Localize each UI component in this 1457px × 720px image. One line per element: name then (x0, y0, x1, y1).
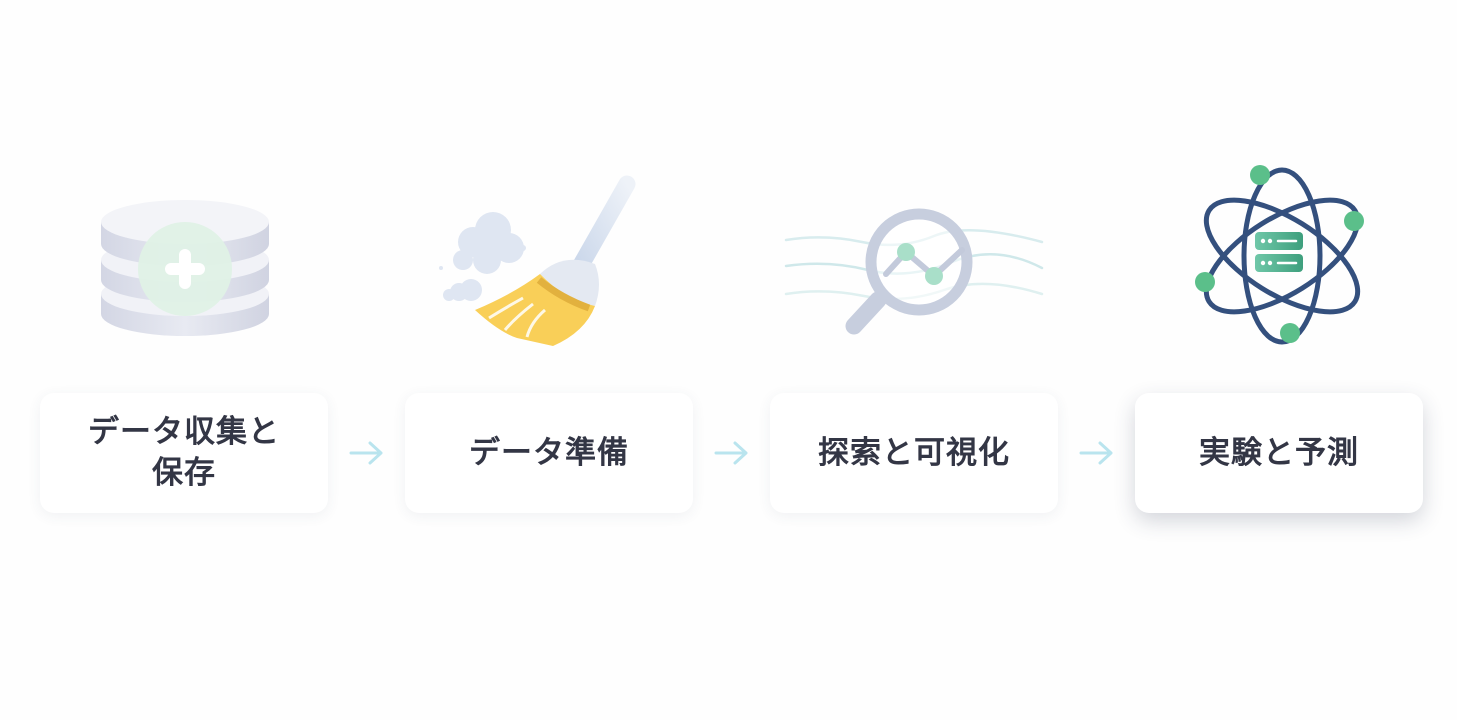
step-label: 探索と可視化 (818, 434, 1010, 471)
step-card-experiment: 実験と予測 (1135, 393, 1423, 513)
atom-server-icon (1195, 165, 1364, 345)
step-label: データ準備 (469, 434, 629, 471)
step-label: 実験と予測 (1199, 434, 1359, 471)
magnifier-chart-icon (784, 208, 1044, 335)
broom-icon (439, 175, 636, 346)
database-add-icon (101, 200, 269, 336)
arrow-right-icon (349, 441, 383, 465)
arrow-right-icon (714, 441, 748, 465)
arrow-right-icon (1079, 441, 1113, 465)
step-card-prepare: データ準備 (405, 393, 693, 513)
step-card-explore: 探索と可視化 (770, 393, 1058, 513)
step-label: データ収集と 保存 (88, 414, 280, 491)
step-card-collect: データ収集と 保存 (40, 393, 328, 513)
